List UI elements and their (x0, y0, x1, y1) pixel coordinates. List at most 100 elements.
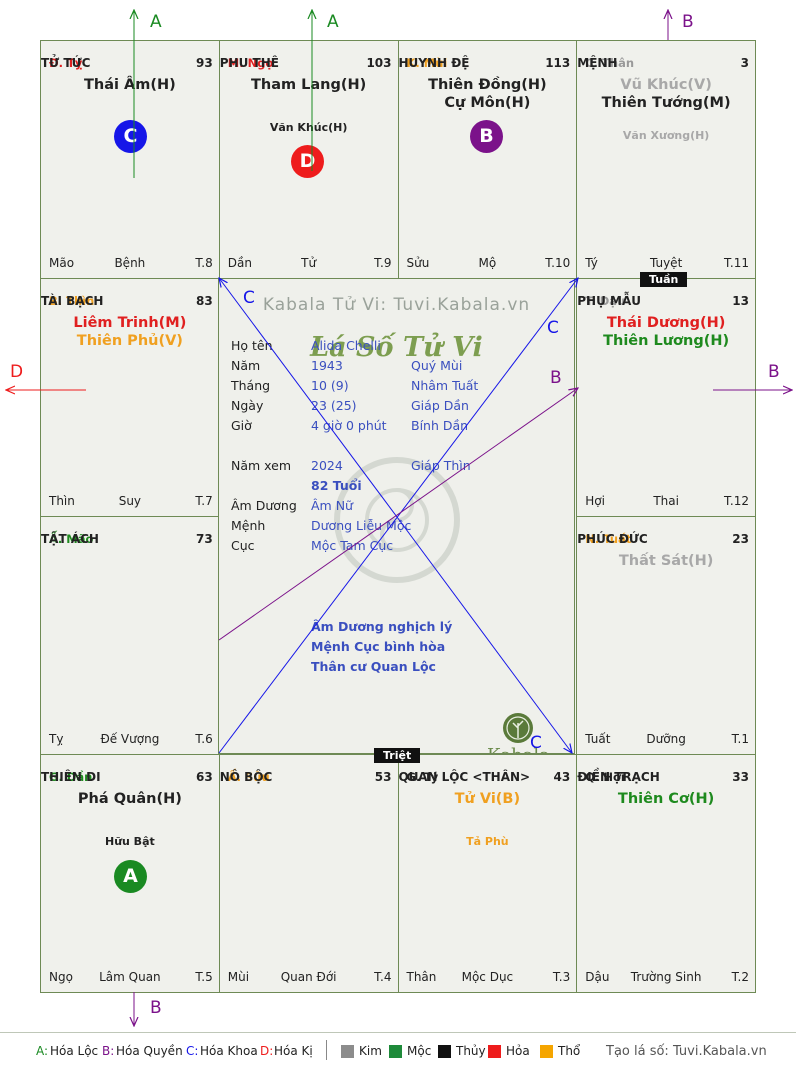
legend-element-label: Thủy (456, 1044, 486, 1058)
palace-stage: Quan Đới (280, 970, 337, 984)
hoa-circle-c: C (114, 120, 147, 153)
major-star: Phá Quân(H) (77, 791, 182, 807)
legend-hoa-label: Hóa Quyền (116, 1044, 183, 1058)
major-stars: Thất Sát(H) (577, 552, 755, 570)
info-value: Mộc Tam Cục (311, 538, 394, 553)
palace-can: B. Thìn (49, 294, 95, 308)
legend-hoa-key: A: (36, 1044, 49, 1058)
palace-name: PHU THÊ (219, 56, 279, 70)
major-stars: Thái Dương(H) Thiên Lương(H) (577, 314, 755, 350)
palace-month: T.2 (731, 970, 749, 984)
palace-month: T.4 (374, 970, 392, 984)
palace-branch: Mùi (227, 970, 250, 984)
palace-stage: Đế Vượng (100, 732, 160, 746)
palace-number: 83 (196, 294, 213, 308)
palace-branch: Dần (227, 256, 252, 270)
palace-month: T.11 (724, 256, 749, 270)
note-line: Âm Dương nghịch lý (311, 619, 453, 634)
annotation-letter: B (682, 12, 694, 32)
major-stars: Liêm Trinh(M) Thiên Phủ(V) (41, 314, 219, 350)
palace-branch: Tỵ (49, 732, 64, 746)
palace-name: QUAN LỘC <THÂN> (398, 770, 531, 784)
major-stars: Phá Quân(H) (41, 790, 219, 808)
info-label: Ngày (231, 398, 264, 413)
info-value: 4 giờ 0 phút (311, 418, 387, 433)
palace-branch: Tý (585, 256, 598, 270)
hoa-circle-a: A (114, 860, 147, 893)
major-stars: Tham Lang(H) (220, 76, 398, 94)
palace-can: Q. Hợi (585, 770, 625, 784)
info-label: Họ tên (231, 338, 273, 353)
palace-number: 3 (740, 56, 749, 70)
legend-element-label: Mộc (407, 1044, 432, 1058)
annotation-letter: A (150, 12, 162, 32)
info-value: Alida Chelli (311, 338, 381, 353)
palace-number: 73 (196, 532, 213, 546)
major-stars: Thiên Đồng(H)Cự Môn(H) (399, 76, 577, 112)
legend-hoa-label: Hóa Lộc (50, 1044, 99, 1058)
palace-branch: Ngọ (49, 970, 73, 984)
palace-month: T.10 (545, 256, 571, 270)
major-stars: Tử Vi(B) (399, 790, 577, 808)
palace-stage: Mộ (478, 256, 497, 270)
palace-name: NÔ BỘC (219, 770, 273, 784)
annotation-letter: C (243, 288, 255, 308)
info-label: Tháng (231, 378, 271, 393)
legend-element-swatch (341, 1045, 354, 1058)
info-label: Âm Dương (231, 498, 297, 513)
major-star: Thiên Đồng(H) (428, 77, 547, 93)
palace-can: Đ. Tỵ (49, 56, 83, 70)
palace-stage: Trường Sinh (630, 970, 702, 984)
note-line: Thân cư Quan Lộc (311, 659, 436, 674)
info-value: 2024 (311, 458, 343, 473)
legend-element-swatch (488, 1045, 501, 1058)
legend-element-swatch (540, 1045, 553, 1058)
major-star: Thiên Lương(H) (603, 333, 730, 349)
major-star: Thái Dương(H) (606, 315, 726, 331)
legend-element-label: Hỏa (506, 1044, 530, 1058)
watermark-text: Kabala Tử Vi: Tuvi.Kabala.vn (262, 295, 531, 315)
legend-element-swatch (389, 1045, 402, 1058)
major-star: Thất Sát(H) (618, 553, 714, 569)
info-value: Âm Nữ (311, 498, 353, 513)
info-label: Năm xem (231, 458, 292, 473)
info-label: Mệnh (231, 518, 266, 533)
legend-hoa-key: B: (102, 1044, 115, 1058)
palace-can: T. Dậu (585, 294, 626, 308)
annotation-letter: C (547, 318, 559, 338)
palace-number: 43 (553, 770, 571, 784)
legend-hoa-label: Hóa Khoa (200, 1044, 258, 1058)
palace-number: 63 (196, 770, 213, 784)
palace-name: PHÚC ĐỨC (577, 532, 648, 546)
info-extra: Bính Dần (411, 418, 469, 433)
annotation-letter: C (530, 733, 542, 753)
palace-branch: Dậu (585, 970, 610, 984)
tuan-tag: Tuần (640, 272, 688, 287)
minor-star: Hữu Bật (104, 835, 155, 848)
info-label: Cục (231, 538, 255, 553)
major-star: Thiên Phủ(V) (76, 333, 183, 349)
palace-stage: Thai (653, 494, 679, 508)
palace-can: M. Ngọ (227, 56, 274, 70)
minor-star: Văn Khúc(H) (269, 121, 348, 134)
palace-stage: Dưỡng (646, 732, 686, 746)
major-stars: Vũ Khúc(V)Thiên Tướng(M) (577, 76, 755, 112)
palace-number: 53 (374, 770, 392, 784)
major-star: Thái Âm(H) (84, 77, 176, 93)
palace-month: T.12 (724, 494, 749, 508)
palace-month: T.1 (731, 732, 749, 746)
major-star: Liêm Trinh(M) (73, 315, 187, 331)
palace-branch: Mão (49, 256, 75, 270)
palace-branch: Tuất (585, 732, 611, 746)
palace-number: 33 (732, 770, 749, 784)
palace-month: T.8 (195, 256, 213, 270)
